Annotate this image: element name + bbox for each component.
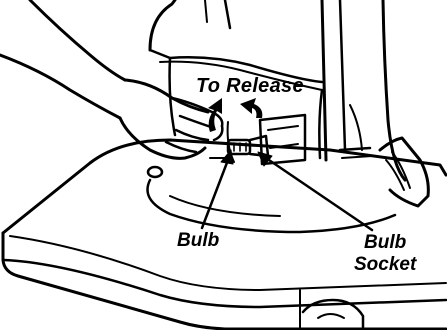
- handle-release-pedal: [340, 138, 428, 206]
- to-release-label: To Release: [196, 76, 304, 96]
- bulb-socket-label: Bulb Socket: [354, 232, 416, 276]
- bulb-socket-label-line2: Socket: [354, 254, 416, 276]
- bulb-label: Bulb: [177, 231, 219, 250]
- bulb-socket-label-line1: Bulb: [354, 232, 416, 254]
- hand-illustration: [0, 0, 222, 158]
